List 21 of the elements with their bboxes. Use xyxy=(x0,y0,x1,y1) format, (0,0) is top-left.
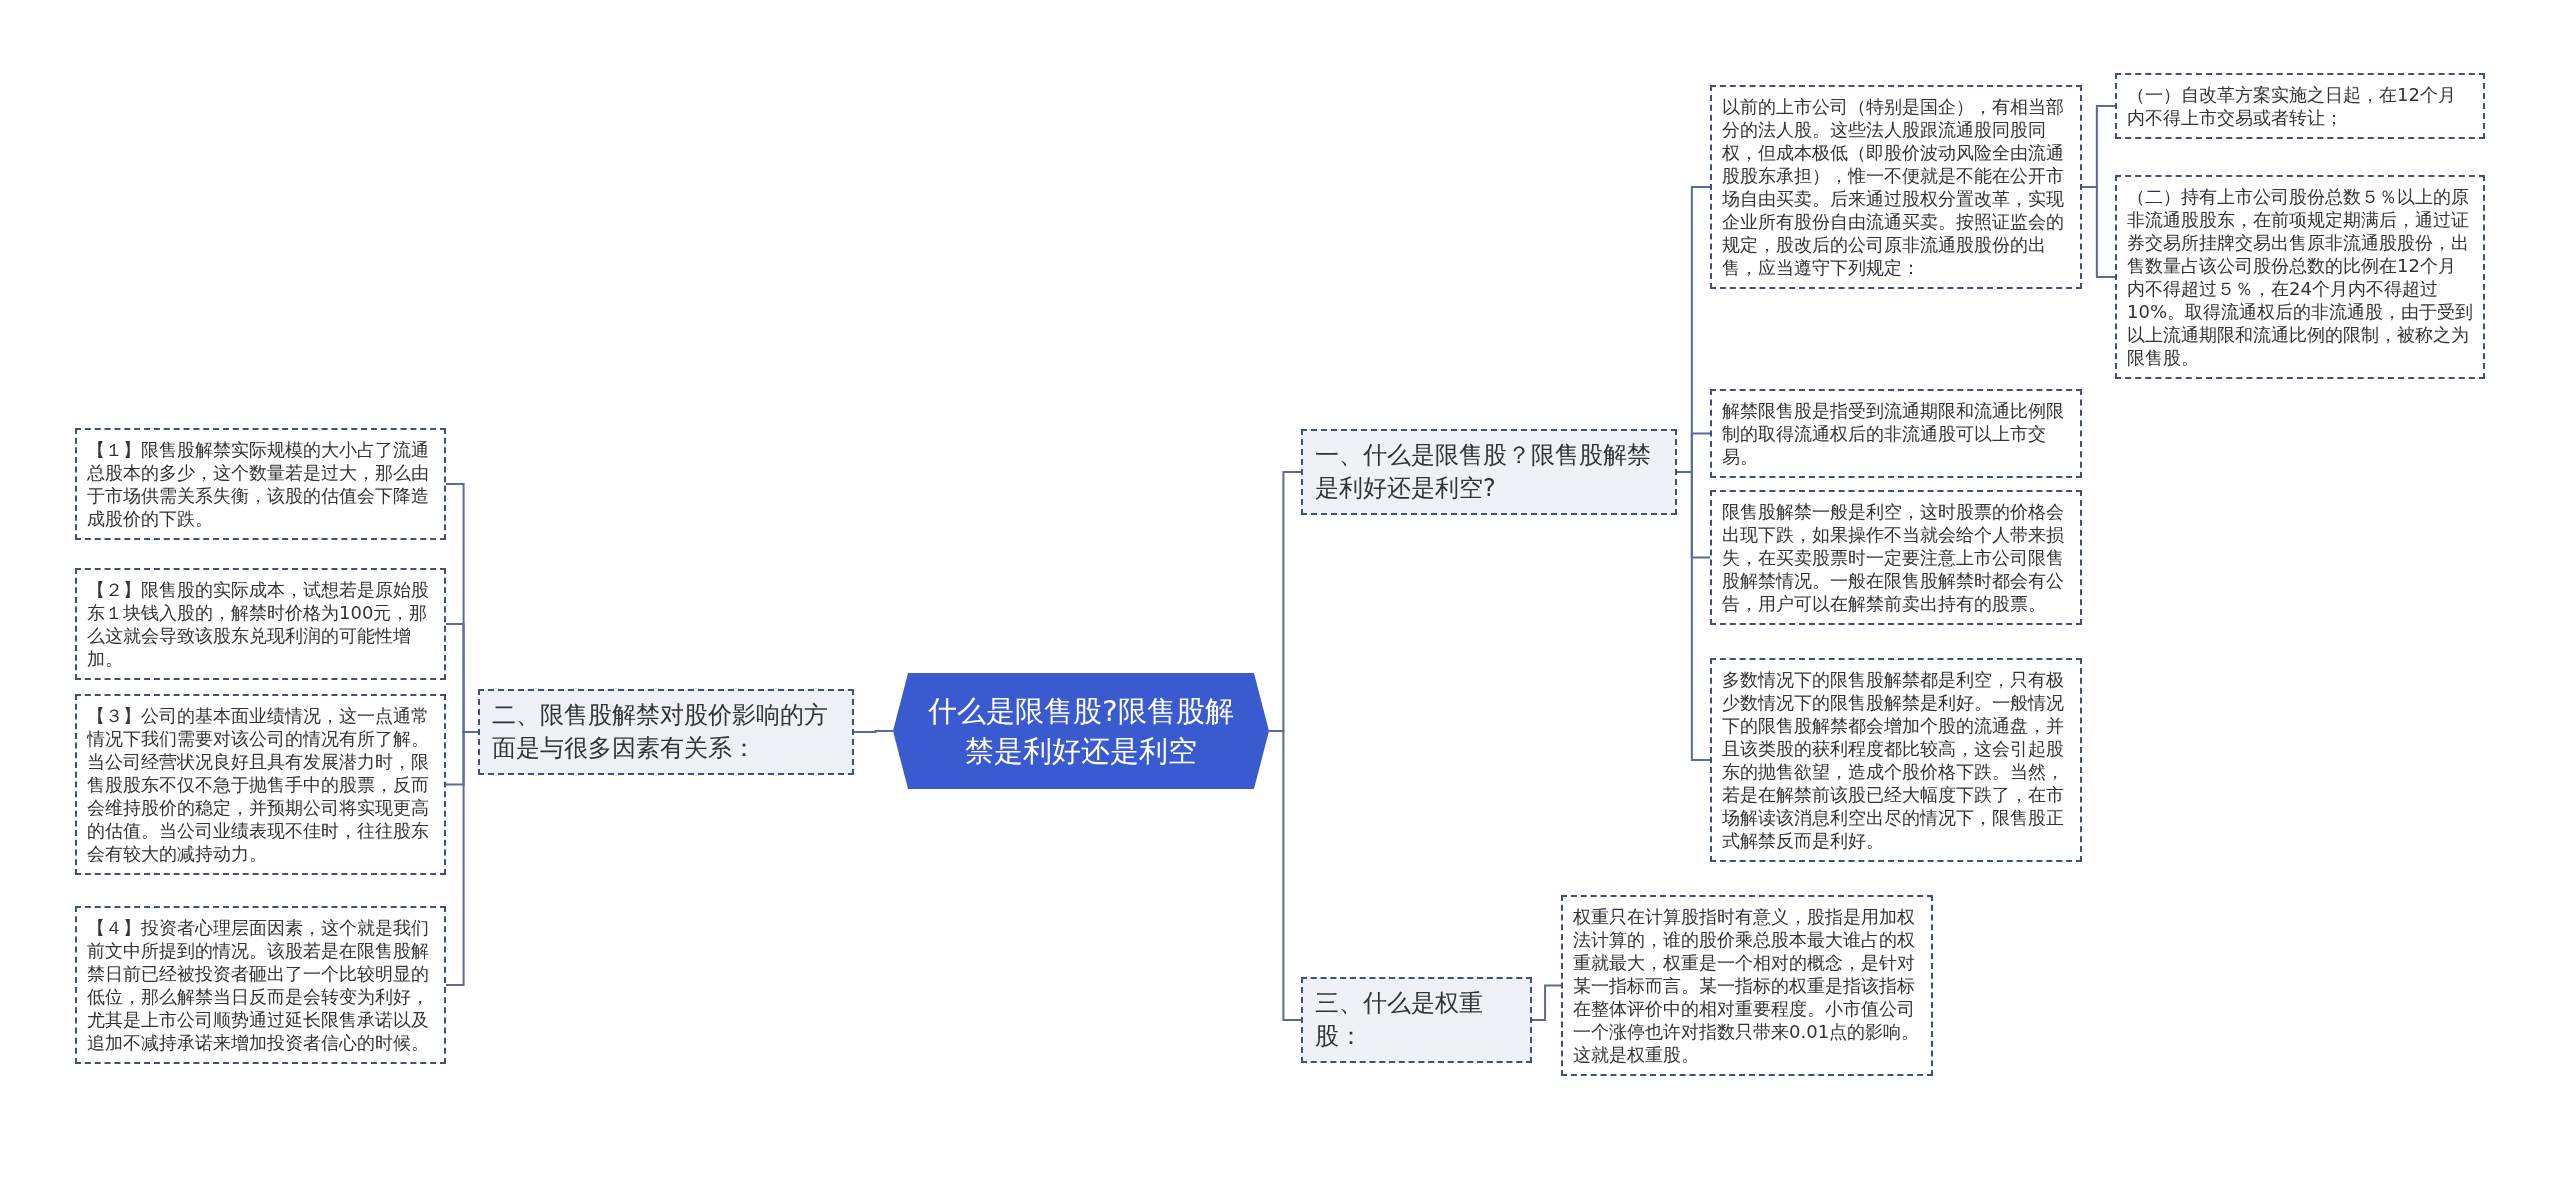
note-box: 【１】限售股解禁实际规模的大小占了流通总股本的多少，这个数量若是过大，那么由于市场供需关系失衡，该股的估值会下降造成股价的下跌。 xyxy=(75,428,446,540)
note-box: （一）自改革方案实施之日起，在12个月内不得上市交易或者转让； xyxy=(2115,73,2485,139)
note-box: 【４】投资者心理层面因素，这个就是我们前文中所提到的情况。该股若是在限售股解禁日前已经被投资者砸出了一个比较明显的低位，那么解禁当日反而是会转变为利好，尤其是上市公司顺势通过延长限售承诺以及追加不减持承诺来增加投资者信心的时候。 xyxy=(75,906,446,1064)
note-box: （二）持有上市公司股份总数５％以上的原非流通股股东，在前项规定期满后，通过证券交易所挂牌交易出售原非流通股股份，出售数量占该公司股份总数的比例在12个月内不得超过５％，在24个月内不得超过10%。取得流通权后的非流通股，由于受到以上流通期限和流通比例的限制，被称之为限售股。 xyxy=(2115,175,2485,379)
note-box: 权重只在计算股指时有意义，股指是用加权法计算的，谁的股价乘总股本最大谁占的权重就最大，权重是一个相对的概念，是针对某一指标而言。某一指标的权重是指该指标在整体评价中的相对重要程度。小市值公司一个涨停也许对指数只带来0.01点的影响。这就是权重股。 xyxy=(1561,895,1933,1076)
connector-line xyxy=(1531,984,1562,1021)
topic-box: 一、什么是限售股？限售股解禁是利好还是利空? xyxy=(1301,429,1677,515)
note-box: 限售股解禁一般是利空，这时股票的价格会出现下跌，如果操作不当就会给个人带来损失，在买卖股票时一定要注意上市公司限售股解禁情况。一般在限售股解禁时都会有公告，用户可以在解禁前卖出持有的股票。 xyxy=(1710,490,2082,625)
connector-line xyxy=(2081,186,2116,278)
connector-line xyxy=(445,731,479,986)
topic-box: 二、限售股解禁对股价影响的方面是与很多因素有关系： xyxy=(478,689,854,775)
note-box: 多数情况下的限售股解禁都是利空，只有极少数情况下的限售股解禁是利好。一般情况下的限售股解禁都会增加个股的流通盘，并且该类股的获利程度都比较高，这会引起股东的抛售欲望，造成个股价格下跌。当然，若是在解禁前该股已经大幅度下跌了，在市场解读该消息利空出尽的情况下，限售股正式解禁反而是利好。 xyxy=(1710,658,2082,862)
topic-box: 三、什么是权重股： xyxy=(1301,977,1532,1063)
central-topic: 什么是限售股?限售股解禁是利好还是利空 xyxy=(893,673,1269,789)
note-box: 【３】公司的基本面业绩情况，这一点通常情况下我们需要对该公司的情况有所了解。当公司经营状况良好且具有发展潜力时，限售股股东不仅不急于抛售手中的股票，反而会维持股价的稳定，并预期公司将实现更高的估值。当公司业绩表现不佳时，往往股东会有较大的减持动力。 xyxy=(75,694,446,875)
connector-line xyxy=(1268,730,1302,1021)
note-box: 【２】限售股的实际成本，试想若是原始股东１块钱入股的，解禁时价格为100元，那么这就会导致该股东兑现利润的可能性增加。 xyxy=(75,568,446,680)
note-box: 解禁限售股是指受到流通期限和流通比例限制的取得流通权后的非流通股可以上市交易。 xyxy=(1710,389,2082,478)
note-box: 以前的上市公司（特别是国企），有相当部分的法人股。这些法人股跟流通股同股同权，但成本极低（即股价波动风险全由流通股股东承担），惟一不便就是不能在公开市场自由买卖。后来通过股权分置改革，实现企业所有股份自由流通买卖。按照证监会的规定，股改后的公司原非流通股股份的出售，应当遵守下列规定： xyxy=(1710,85,2082,289)
connector-line xyxy=(1676,471,1711,761)
connector-line xyxy=(853,730,894,733)
